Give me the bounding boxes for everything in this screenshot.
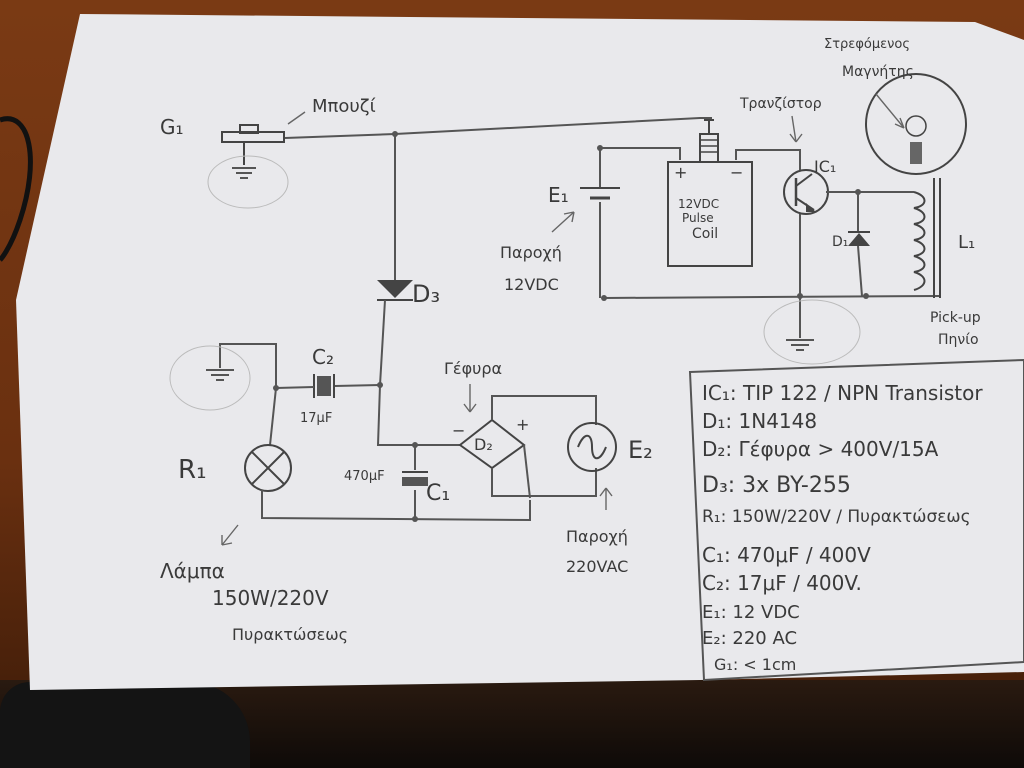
label-lamp-1: Λάμπα	[160, 559, 225, 583]
capacitor-c1	[402, 471, 428, 486]
battery-e1	[580, 187, 620, 200]
legend-item: E₁: 12 VDC	[702, 602, 800, 623]
label-transistor: Τρανζίστορ	[739, 96, 822, 112]
legend-item: G₁: < 1cm	[714, 655, 796, 674]
legend-box	[688, 358, 1024, 682]
label-pickup-1: Pick-up	[930, 310, 981, 326]
legend-item: D₁: 1N4148	[702, 409, 817, 433]
coil-terminal	[699, 119, 719, 163]
arrow-spark-plug	[287, 111, 306, 125]
legend-item: R₁: 150W/220V / Πυρακτώσεως	[702, 507, 971, 527]
label-c1: C₁	[426, 481, 450, 506]
label-12v-supply-2: 12VDC	[504, 275, 559, 294]
label-coil-3: Coil	[692, 226, 718, 242]
label-coil-minus: −	[730, 163, 743, 182]
label-bridge-minus: −	[452, 421, 465, 440]
wire-bridge-bottom	[491, 468, 597, 497]
label-c1-value: 470μF	[344, 469, 385, 484]
label-ic1: IC₁	[814, 157, 836, 176]
label-12v-supply-1: Παροχή	[500, 243, 562, 262]
legend-item: C₁: 470μF / 400V	[702, 543, 871, 567]
wire-bridge-top	[491, 395, 597, 425]
arrow-lamp	[221, 524, 239, 546]
arrow-transistor	[789, 115, 803, 143]
wire-bottom	[261, 490, 531, 522]
label-d3: D₃	[412, 280, 440, 308]
legend-item: D₃: 3x BY-255	[702, 473, 851, 498]
rotating-magnet	[865, 73, 967, 175]
label-bridge-plus: +	[516, 415, 529, 434]
label-r1: R₁	[178, 455, 207, 485]
legend-item: E₂: 220 AC	[702, 628, 797, 649]
lamp-r1	[244, 444, 292, 492]
label-c2-value: 17μF	[300, 411, 332, 426]
label-pickup-2: Πηνίο	[938, 332, 979, 348]
legend-item: IC₁: TIP 122 / NPN Transistor	[702, 381, 983, 405]
label-coil-plus: +	[674, 163, 687, 182]
wire-d3-lower	[376, 299, 420, 446]
label-ac-supply-1: Παροχή	[566, 527, 628, 546]
wire-c2-right	[334, 384, 381, 387]
label-magnet-2: Μαγνήτης	[842, 64, 914, 80]
label-l1: L₁	[958, 232, 975, 253]
legend: IC₁: TIP 122 / NPN Transistor D₁: 1N4148…	[702, 381, 983, 674]
wire-c2-left	[275, 386, 315, 389]
wire-top	[284, 117, 712, 139]
junction-d1	[863, 293, 869, 299]
ac-source-e2	[567, 422, 617, 472]
wire-lamp-top	[269, 387, 277, 446]
ground-symbol-lamp	[169, 345, 251, 411]
label-d1: D₁	[832, 234, 848, 250]
fabric-object	[0, 682, 250, 768]
label-e2: E₂	[628, 436, 653, 464]
wire-bridge-right	[523, 444, 531, 499]
wire-lamp-ground	[219, 343, 277, 388]
legend-item: D₂: Γέφυρα > 400V/15A	[702, 437, 939, 461]
spark-plug-g1	[207, 124, 289, 209]
label-ac-supply-2: 220VAC	[566, 557, 628, 576]
paper-background	[16, 14, 1024, 690]
legend-item: C₂: 17μF / 400V.	[702, 571, 862, 595]
label-g1: G₁	[160, 115, 184, 139]
arrow-bridge	[463, 384, 477, 413]
ground-symbol-12v	[763, 296, 861, 365]
diode-d3	[377, 280, 413, 301]
label-d2: D₂	[474, 435, 493, 454]
label-lamp-3: Πυρακτώσεως	[232, 625, 348, 644]
label-coil-1: 12VDC	[678, 197, 719, 211]
label-bridge: Γέφυρα	[444, 359, 502, 378]
arrow-ac-supply	[599, 487, 613, 510]
label-spark-plug: Μπουζί	[312, 96, 376, 117]
label-e1: E₁	[548, 183, 569, 207]
wire-coil-plus	[600, 147, 681, 160]
wire-bottom-12v	[603, 295, 941, 299]
label-coil-2: Pulse	[682, 211, 714, 225]
pickup-coil-l1	[913, 191, 926, 291]
diode-d1	[848, 231, 870, 246]
label-c2: C₂	[312, 345, 334, 369]
wire-coil-minus	[735, 149, 801, 170]
wire-d1	[857, 192, 863, 297]
capacitor-c2	[313, 374, 335, 398]
label-magnet-1: Στρεφόμενος	[824, 37, 910, 52]
cable	[0, 116, 33, 262]
label-lamp-2: 150W/220V	[212, 586, 329, 610]
junction-d1-top	[855, 189, 861, 195]
arrow-12v-supply	[551, 211, 575, 233]
